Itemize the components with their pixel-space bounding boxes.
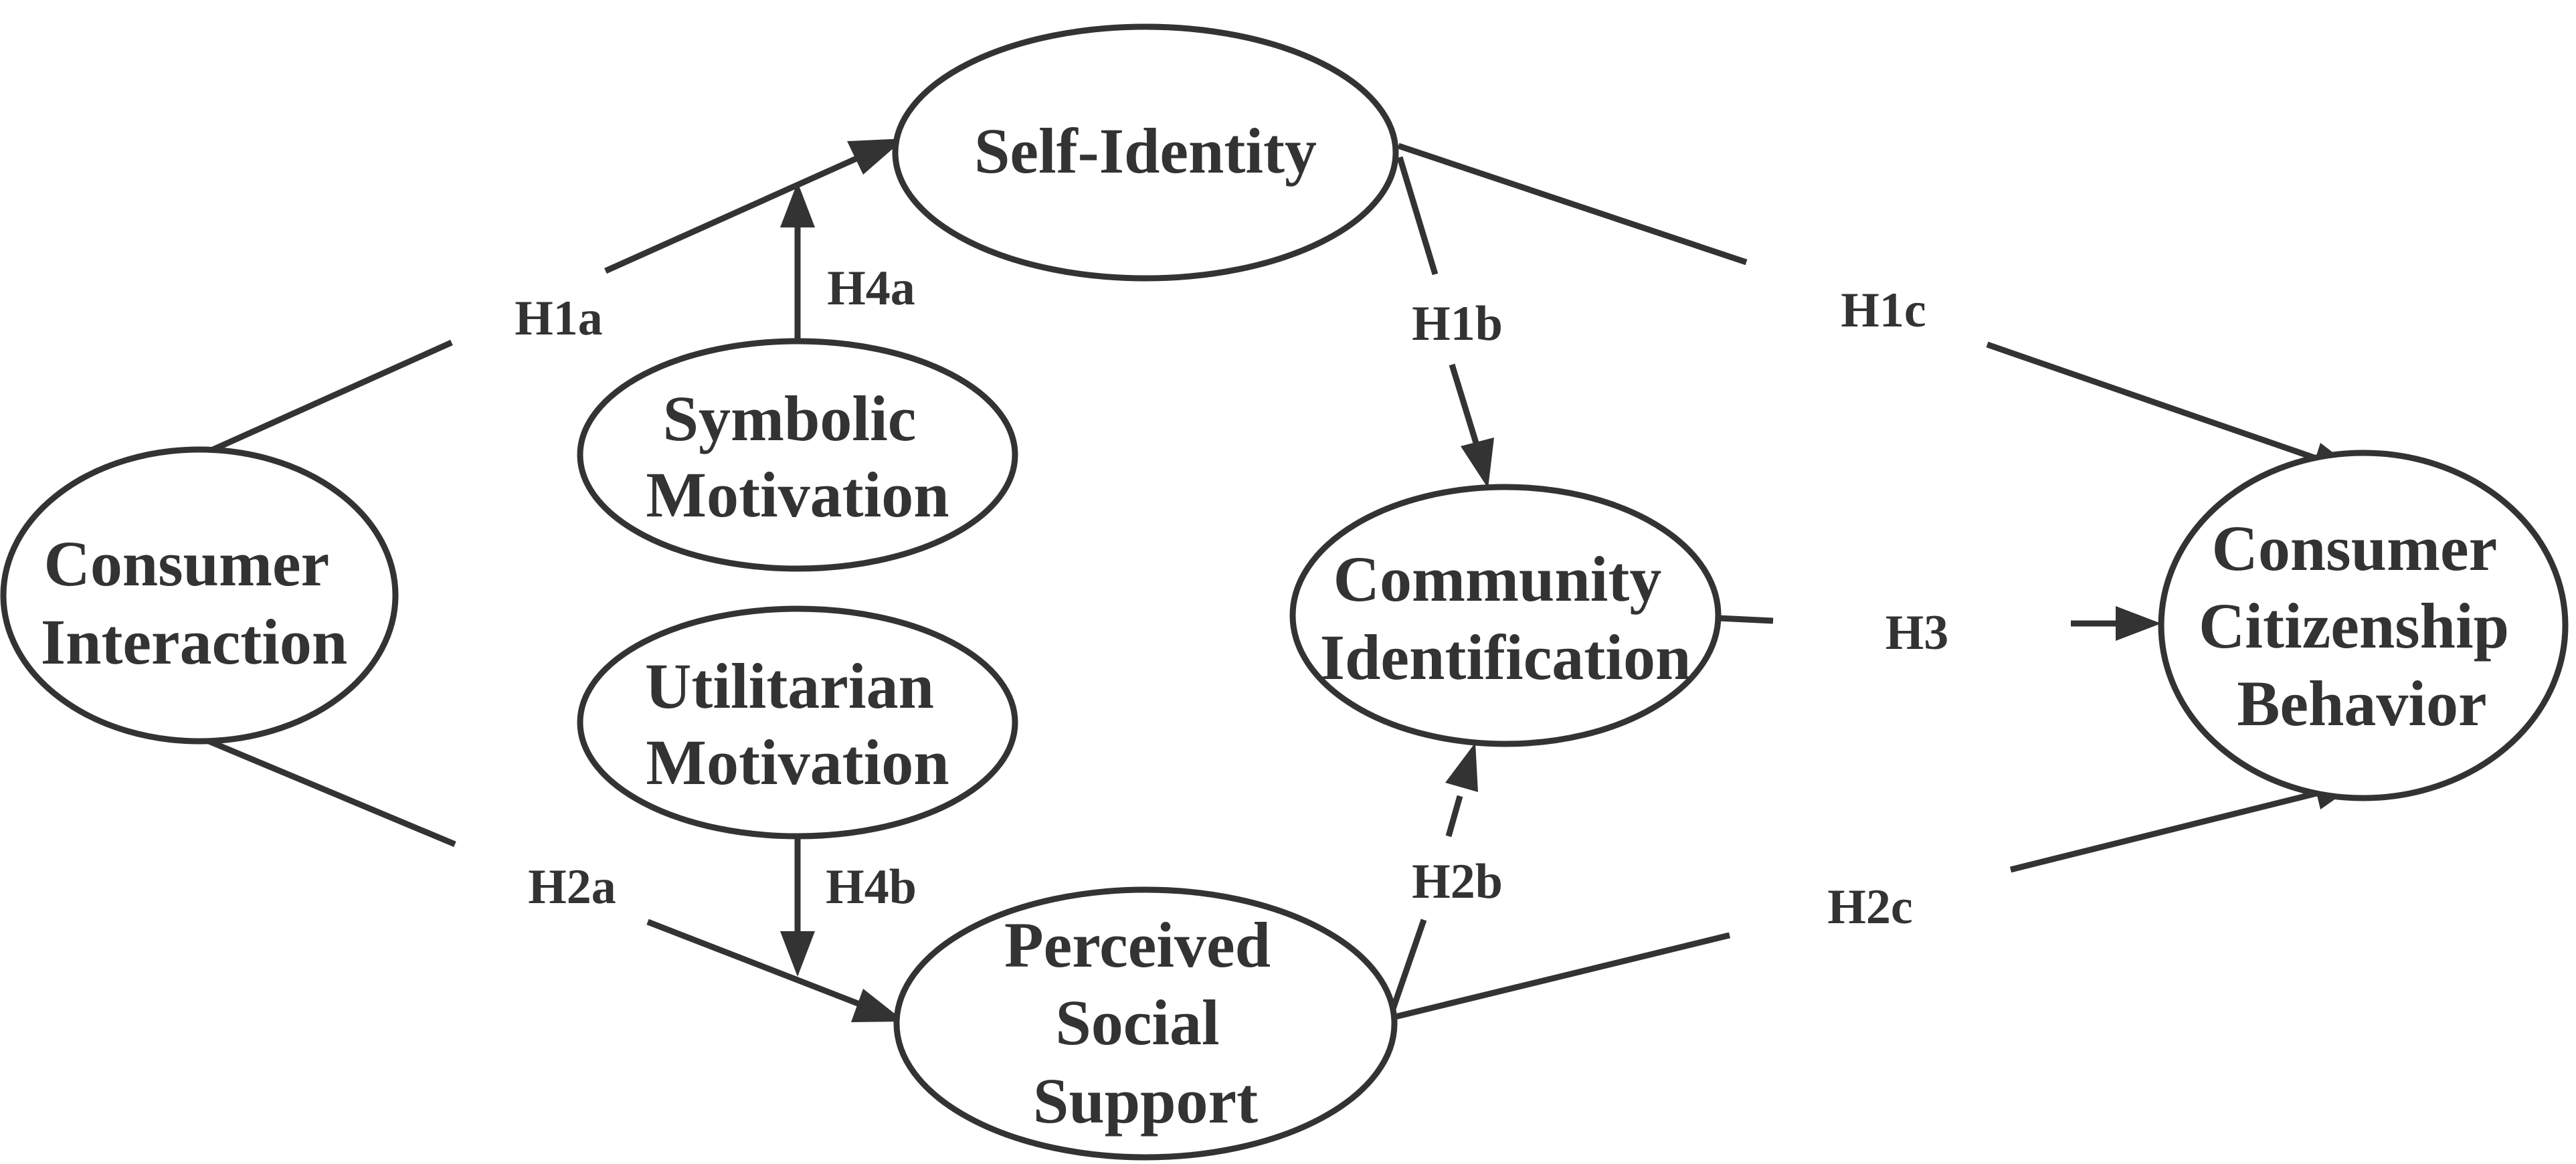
edge-h2c-segment-2 xyxy=(2009,789,2323,873)
node-utilitarian-motivation-line-1: Utilitarian xyxy=(645,650,934,722)
edges xyxy=(203,138,2361,1022)
edge-h1b-segment-2 xyxy=(1449,363,1479,444)
node-self-identity-ellipse xyxy=(892,23,1399,282)
node-consumer-interaction: Consumer Interaction xyxy=(0,446,399,745)
node-consumer-interaction-line-1: Consumer xyxy=(44,528,329,599)
node-consumer-citizenship-behavior-line-1: Consumer xyxy=(2212,512,2496,584)
edge-h2a-arrowhead xyxy=(851,989,905,1022)
node-consumer-citizenship-behavior: Consumer Citizenship Behavior xyxy=(2158,450,2569,801)
label-h4b: H4b xyxy=(826,860,917,914)
edge-h1c-segment-2 xyxy=(1986,341,2323,464)
node-consumer-interaction-ellipse xyxy=(0,446,399,745)
node-community-identification-line-2: Identification xyxy=(1320,621,1691,693)
node-self-identity-label: Self-Identity xyxy=(974,115,1317,187)
node-consumer-citizenship-behavior-line-3: Behavior xyxy=(2237,668,2486,739)
node-consumer-interaction-label: Consumer Interaction xyxy=(41,528,348,678)
label-h2a: H2a xyxy=(528,860,616,914)
node-symbolic-motivation-label: Symbolic Motivation xyxy=(646,383,949,530)
edge-h4b-arrowhead xyxy=(780,931,815,977)
edge-h2c-segment-1 xyxy=(1394,932,1731,1020)
node-symbolic-motivation-line-2: Motivation xyxy=(646,459,949,530)
label-h1c: H1c xyxy=(1841,283,1926,338)
node-symbolic-motivation: Symbolic Motivation xyxy=(577,338,1018,572)
label-h1a: H1a xyxy=(515,291,603,346)
label-h4a: H4a xyxy=(827,261,915,316)
edge-h1a-segment-1 xyxy=(203,339,453,457)
node-consumer-citizenship-behavior-ellipse xyxy=(2158,450,2569,801)
node-symbolic-motivation-line-1: Symbolic xyxy=(663,383,917,454)
node-perceived-social-support: Perceived Social Support xyxy=(893,886,1398,1161)
node-utilitarian-motivation: Utilitarian Motivation xyxy=(577,605,1018,840)
node-community-identification-ellipse xyxy=(1289,484,1722,747)
edge-h1a-segment-2 xyxy=(604,149,871,274)
label-h1b: H1b xyxy=(1412,296,1503,351)
node-consumer-interaction-line-2: Interaction xyxy=(41,606,348,678)
node-perceived-social-support-label: Perceived Social Support xyxy=(1004,909,1287,1137)
edge-h2a-segment-2 xyxy=(646,918,868,1010)
hypothesis-labels: H1a H4a H1b H1c H3 H2a H4b H2b H2c xyxy=(515,261,1948,935)
node-utilitarian-motivation-line-2: Motivation xyxy=(646,726,949,798)
edge-h3-arrowhead xyxy=(2116,606,2161,641)
node-consumer-citizenship-behavior-line-2: Citizenship xyxy=(2199,590,2509,662)
node-perceived-social-support-line-2: Social xyxy=(1055,987,1219,1058)
edge-h3-segment-1 xyxy=(1718,615,1774,624)
node-self-identity-line-1: Self-Identity xyxy=(974,115,1317,187)
edge-h2b-segment-1 xyxy=(1390,918,1427,1010)
edge-h2b-arrowhead xyxy=(1445,743,1478,792)
label-h2c: H2c xyxy=(1827,880,1912,935)
node-self-identity: Self-Identity xyxy=(892,23,1399,282)
node-utilitarian-motivation-label: Utilitarian Motivation xyxy=(645,650,950,798)
edge-h2a-segment-1 xyxy=(203,736,456,848)
node-community-identification-line-1: Community xyxy=(1333,543,1662,615)
edge-h1b-segment-1 xyxy=(1396,156,1439,276)
edge-h1c-segment-1 xyxy=(1397,142,1748,266)
edge-h2b-segment-2 xyxy=(1445,795,1463,838)
node-symbolic-motivation-ellipse xyxy=(577,338,1018,572)
node-perceived-social-support-line-1: Perceived xyxy=(1004,909,1271,981)
label-h2b: H2b xyxy=(1412,854,1503,909)
edge-h1a-arrowhead xyxy=(847,138,905,175)
node-community-identification: Community Identification xyxy=(1289,484,1722,747)
label-h3: H3 xyxy=(1885,605,1949,660)
node-community-identification-label: Community Identification xyxy=(1320,543,1691,693)
node-perceived-social-support-ellipse xyxy=(893,886,1398,1161)
edge-h1b-arrowhead xyxy=(1461,438,1494,488)
node-consumer-citizenship-behavior-label: Consumer Citizenship Behavior xyxy=(2199,512,2525,739)
node-perceived-social-support-line-3: Support xyxy=(1033,1065,1258,1137)
edge-h4a-arrowhead xyxy=(780,182,815,227)
node-utilitarian-motivation-ellipse xyxy=(577,605,1018,840)
